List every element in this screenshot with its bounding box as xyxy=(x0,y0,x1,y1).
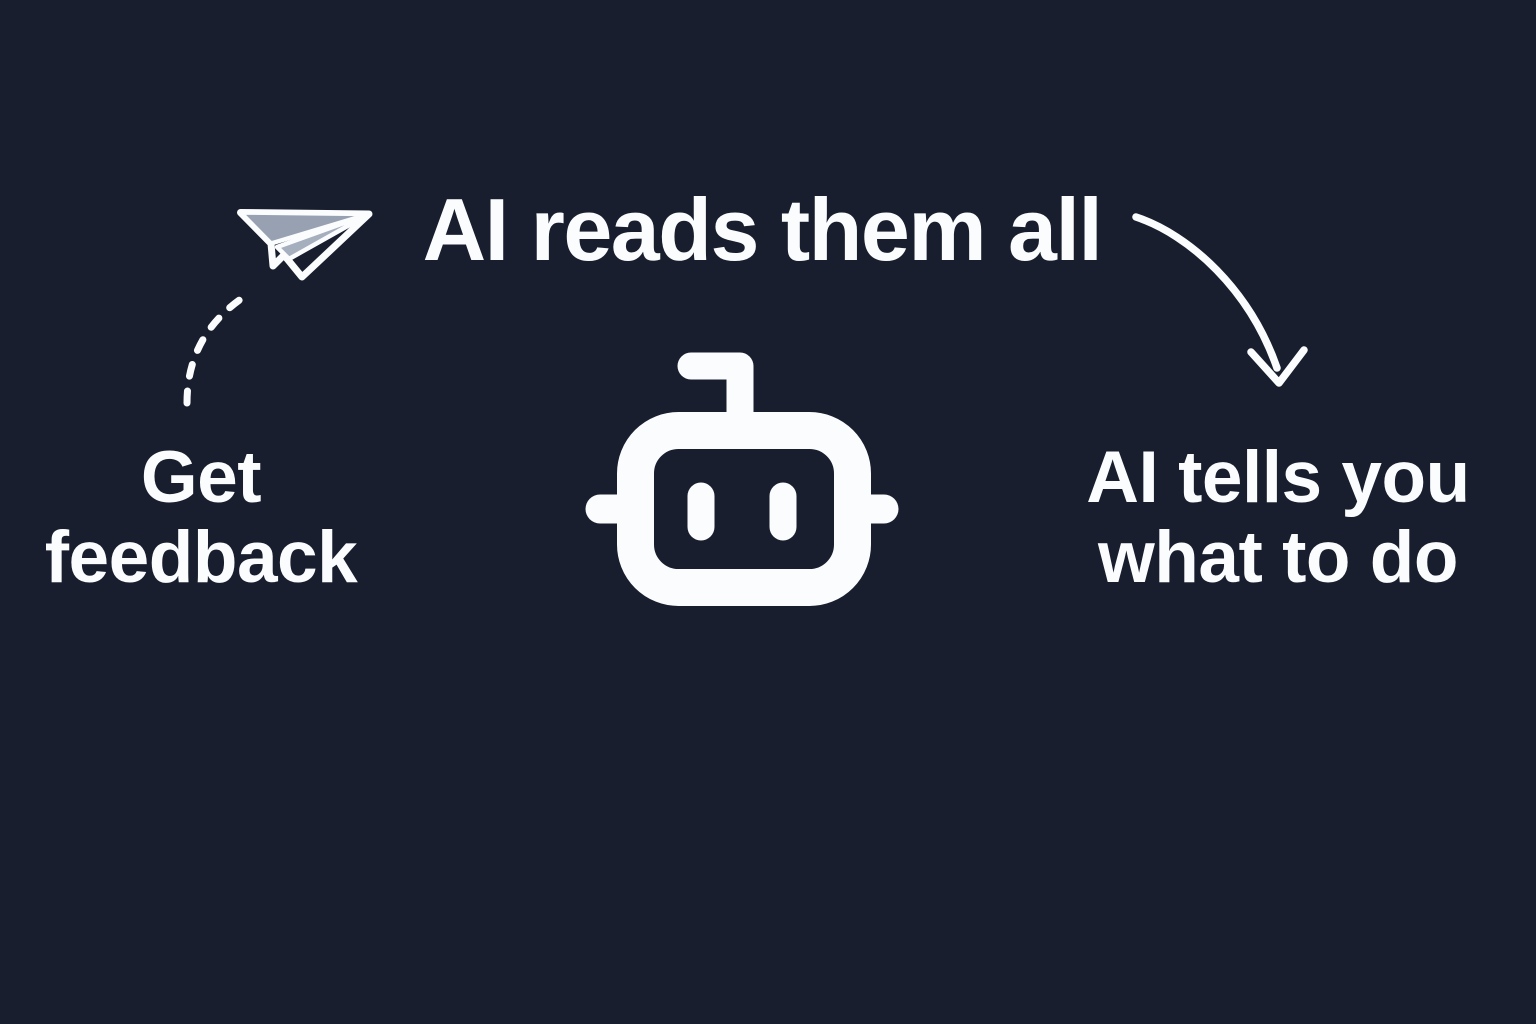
curved-arrow-head xyxy=(1247,346,1308,387)
dashed-trail-connector xyxy=(183,289,254,407)
label-get-feedback-line1: Get xyxy=(140,437,262,518)
paper-plane-icon xyxy=(237,209,373,281)
label-ai-tells-you-line1: AI tells you xyxy=(1086,437,1470,518)
title-ai-reads-them-all: AI reads them all xyxy=(422,180,1103,279)
label-ai-tells-you: AI tells you what to do xyxy=(1086,437,1470,598)
robot-head xyxy=(617,412,871,606)
robot-antenna xyxy=(677,352,754,438)
robot-icon xyxy=(585,352,899,606)
label-get-feedback-line2: feedback xyxy=(44,517,358,598)
label-get-feedback: Get feedback xyxy=(45,438,358,598)
label-ai-tells-you-line2: what to do xyxy=(1098,517,1458,598)
paper-plane-top-wing xyxy=(238,210,372,246)
curved-arrow-shaft xyxy=(1132,213,1281,372)
curved-arrow-connector xyxy=(1132,213,1308,387)
paper-plane-lower-wing xyxy=(274,211,372,262)
